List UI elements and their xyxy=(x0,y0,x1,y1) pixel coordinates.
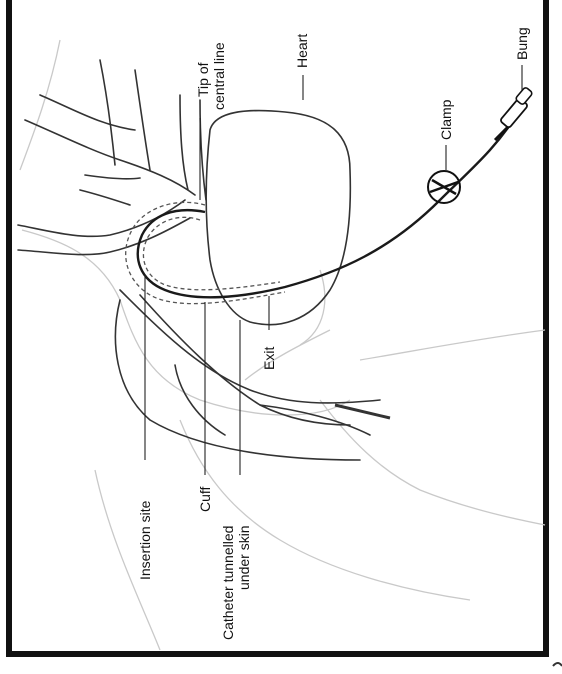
label-exit: Exit xyxy=(261,347,277,370)
label-bung: Bung xyxy=(514,27,530,60)
clamp-icon xyxy=(428,171,460,203)
label-cuff: Cuff xyxy=(197,486,213,512)
label-tip-line1: Tip of xyxy=(195,62,211,97)
tunnel-outline xyxy=(126,202,285,303)
vessels xyxy=(18,60,390,460)
heart-shape xyxy=(206,111,350,325)
label-insertion-site: Insertion site xyxy=(137,500,153,580)
label-tip-line2: central line xyxy=(211,42,227,110)
label-clamp: Clamp xyxy=(438,99,454,140)
frame-border xyxy=(9,0,546,654)
body-outline xyxy=(20,40,545,650)
page-corner-mark xyxy=(553,663,562,666)
label-tunnel-line2: under skin xyxy=(236,525,252,590)
label-heart: Heart xyxy=(294,34,310,68)
tunnel-outline-inner xyxy=(143,217,280,289)
label-tunnel-line1: Catheter tunnelled xyxy=(220,526,236,640)
bung-icon xyxy=(495,87,533,140)
catheter-line xyxy=(138,110,520,297)
